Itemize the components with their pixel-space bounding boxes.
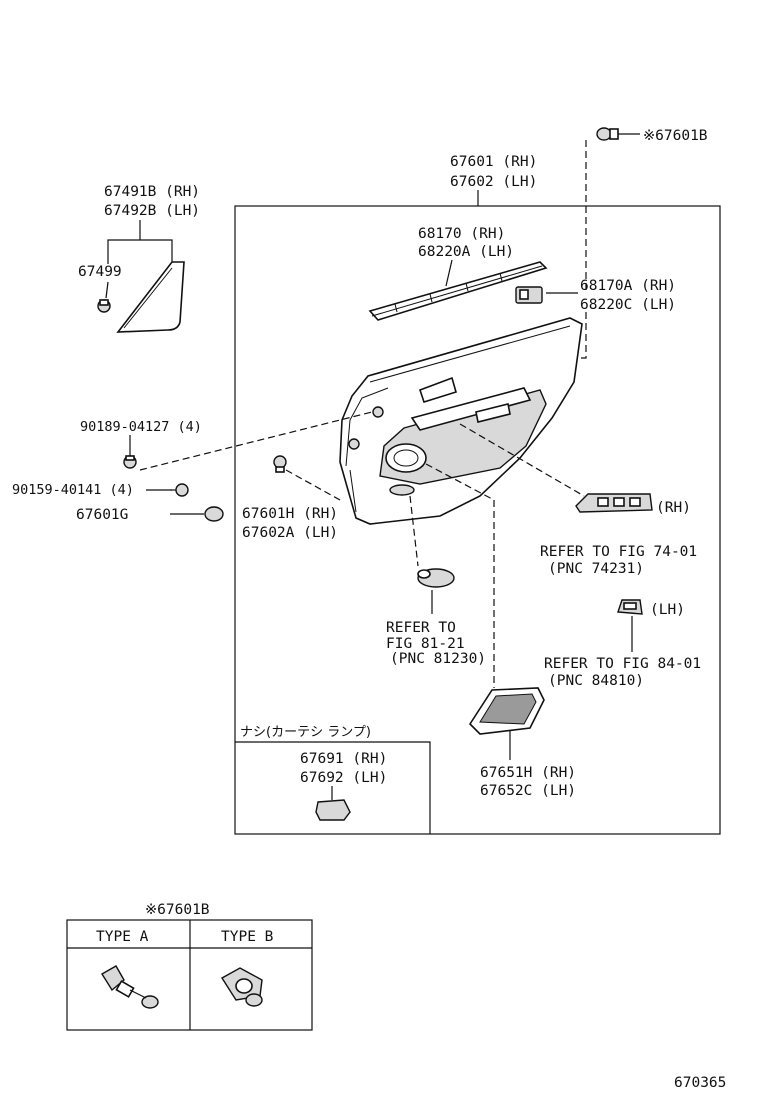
label-refer84-b: (PNC 84810) <box>548 673 644 689</box>
type-a-header: TYPE A <box>96 929 149 945</box>
label-tri-clip: 67499 <box>78 264 122 280</box>
bracket-part <box>515 286 543 304</box>
dash-clip-h <box>285 469 341 501</box>
label-grille-lh: 67652C (LH) <box>480 783 576 799</box>
label-clip-h-rh: 67601H (RH) <box>242 506 338 522</box>
power-window-switch <box>575 493 653 513</box>
label-bracket-lh: 68220C (LH) <box>580 297 676 313</box>
type-table-title: ※67601B <box>145 902 210 918</box>
label-refer81-a: REFER TO <box>386 620 456 636</box>
label-lamp-rh: 67691 (RH) <box>300 751 387 767</box>
leader-tri-bracket <box>107 239 173 266</box>
screw2-part <box>170 483 189 497</box>
label-tri-rh: 67491B (RH) <box>104 184 200 200</box>
label-board-lh: 67602 (LH) <box>450 174 537 190</box>
label-refer81-b: FIG 81-21 <box>386 636 465 652</box>
door-trim-board <box>339 317 583 525</box>
label-refer74-b: (PNC 74231) <box>548 561 644 577</box>
type-a-clip <box>101 965 159 1009</box>
dash-grille <box>425 463 495 501</box>
label-bracket-rh: 68170A (RH) <box>580 278 676 294</box>
dash-lamp <box>409 495 419 567</box>
leader-strip <box>445 259 453 287</box>
label-lh-tag: (LH) <box>650 602 685 618</box>
dash-screw1 <box>139 411 373 471</box>
label-screw1: 90189-04127 (4) <box>80 419 202 435</box>
label-strip-rh: 68170 (RH) <box>418 226 505 242</box>
label-screw2: 90159-40141 (4) <box>12 482 134 498</box>
label-strip-lh: 68220A (LH) <box>418 244 514 260</box>
label-refer84-a: REFER TO FIG 84-01 <box>544 656 701 672</box>
type-table <box>66 919 313 1031</box>
label-clip-top: ※67601B <box>643 128 708 144</box>
courtesy-lamp-part <box>417 568 455 588</box>
screw1-part <box>123 455 137 469</box>
label-plug: 67601G <box>76 507 128 523</box>
clip-67601b-top <box>596 127 640 141</box>
leader-tri-clip <box>105 281 109 299</box>
label-grille-rh: 67651H (RH) <box>480 765 576 781</box>
lamp-cover-part <box>315 799 351 821</box>
inset-title: ナシ(カーテシ ランプ) <box>240 725 371 740</box>
label-lamp-lh: 67692 (LH) <box>300 770 387 786</box>
plug-part <box>204 506 224 522</box>
label-refer81-c: (PNC 81230) <box>390 651 486 667</box>
triangle-garnish <box>116 261 185 333</box>
lh-switch-part <box>617 599 643 615</box>
label-switch-rh: (RH) <box>656 500 691 516</box>
label-board-rh: 67601 (RH) <box>450 154 537 170</box>
clip-h-part <box>273 455 287 473</box>
dash-switch <box>459 423 585 497</box>
inset-box <box>235 741 431 834</box>
speaker-grille <box>468 687 545 735</box>
label-clip-h-lh: 67602A (LH) <box>242 525 338 541</box>
figure-number: 670365 <box>674 1075 726 1091</box>
label-tri-lh: 67492B (LH) <box>104 203 200 219</box>
tri-clip-part <box>97 299 111 313</box>
type-b-clip <box>221 967 263 1007</box>
type-b-header: TYPE B <box>221 929 274 945</box>
label-refer74-a: REFER TO FIG 74-01 <box>540 544 697 560</box>
